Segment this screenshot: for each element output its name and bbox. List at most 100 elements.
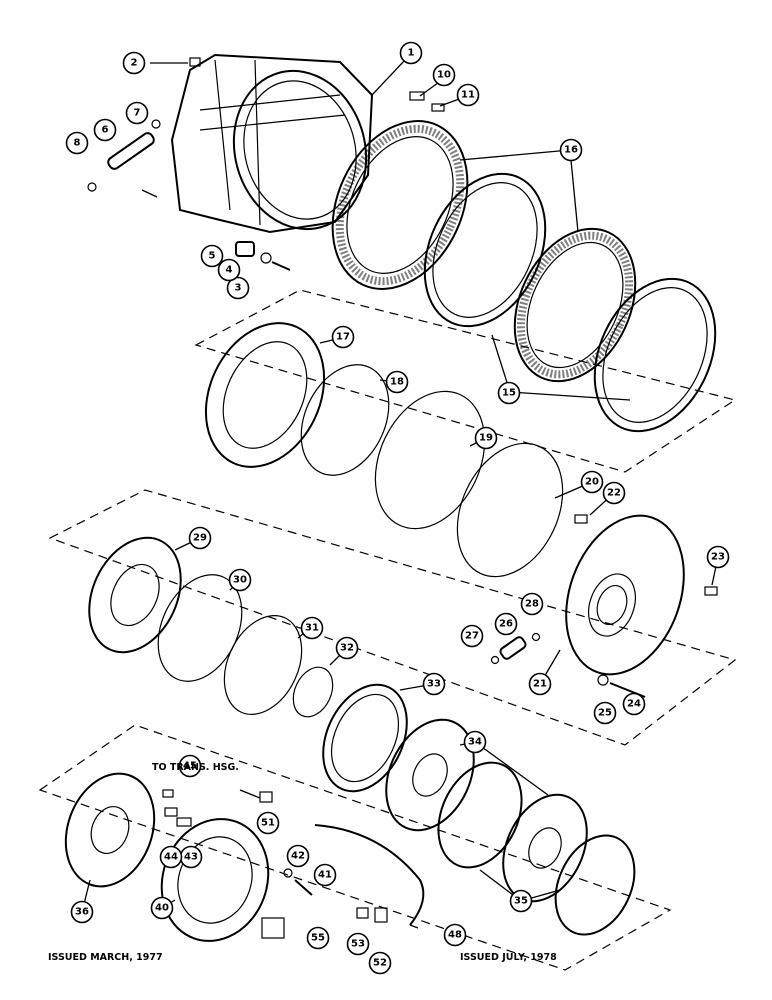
callout-number: 24 (627, 699, 641, 710)
group-outline-3 (38, 724, 672, 971)
callout-32: 32 (335, 636, 359, 660)
callout-number: 18 (390, 377, 404, 388)
callout-circle (432, 63, 456, 87)
callout-34: 34 (463, 730, 487, 754)
seal-ring-18 (300, 364, 390, 476)
steel-plate-lower (593, 277, 717, 433)
callout-circle (509, 889, 533, 913)
pin-23 (704, 586, 718, 596)
callout-circle (460, 624, 484, 648)
plug-2 (189, 57, 201, 67)
callout-circle (520, 592, 544, 616)
callout-number: 8 (74, 138, 81, 149)
disc-34-a-hub (412, 753, 448, 797)
callout-35: 35 (509, 889, 533, 913)
callout-40: 40 (150, 896, 174, 920)
hub-disc-36 (64, 772, 156, 888)
callout-18: 18 (385, 370, 409, 394)
callout-number: 11 (461, 90, 475, 101)
callout-number: 45 (183, 761, 197, 772)
callout-20: 20 (580, 470, 604, 494)
callout-circle (593, 701, 617, 725)
callout-circle (602, 481, 626, 505)
callout-28: 28 (520, 592, 544, 616)
callout-circle (497, 381, 521, 405)
callout-1: 1 (399, 41, 423, 65)
callout-number: 10 (437, 70, 451, 81)
hub-disc-36-inner (90, 806, 130, 854)
callout-circle (443, 923, 467, 947)
callout-number: 15 (502, 388, 516, 399)
callout-52: 52 (368, 951, 392, 975)
callout-number: 4 (226, 265, 233, 276)
callout-5: 5 (200, 244, 224, 268)
callout-circle (385, 370, 409, 394)
o-ring-8 (87, 182, 97, 192)
callout-number: 5 (209, 251, 216, 262)
callout-circle (65, 131, 89, 155)
callout-number: 17 (336, 332, 350, 343)
callout-number: 1 (408, 48, 415, 59)
callout-51: 51 (256, 811, 280, 835)
steel-plate-upper (423, 172, 547, 328)
callout-30: 30 (228, 568, 252, 592)
callout-8: 8 (65, 131, 89, 155)
callout-circle (335, 636, 359, 660)
seal-ring-31 (223, 615, 303, 715)
callout-17: 17 (331, 325, 355, 349)
callout-circle (256, 811, 280, 835)
callout-labels: 1234567810111516171819202122232425262728… (65, 41, 730, 975)
piston-inner (222, 341, 308, 449)
callout-number: 23 (711, 552, 725, 563)
callout-number: 43 (184, 852, 198, 863)
callout-16: 16 (559, 138, 583, 162)
callout-circle (306, 926, 330, 950)
callout-number: 22 (607, 488, 621, 499)
callout-6: 6 (93, 118, 117, 142)
friction-disc-lower (513, 227, 637, 383)
callout-4: 4 (217, 258, 241, 282)
spring-43 (176, 817, 192, 827)
callout-number: 36 (75, 907, 89, 918)
piston (204, 322, 326, 468)
callout-number: 51 (261, 818, 275, 829)
shaft-6 (107, 132, 155, 170)
callout-circle (286, 844, 310, 868)
piston-29 (88, 536, 182, 654)
callout-44: 44 (159, 845, 183, 869)
callout-circle (399, 41, 423, 65)
callout-circle (188, 526, 212, 550)
housing-40-inner (177, 836, 253, 924)
callout-number: 25 (598, 708, 612, 719)
callout-number: 27 (465, 631, 479, 642)
callout-circle (422, 672, 446, 696)
pin-45 (162, 789, 174, 798)
seal-ring-20 (456, 442, 564, 578)
washer-25 (597, 674, 609, 686)
spring-11 (431, 103, 445, 112)
piston-29-inner (110, 563, 160, 627)
callout-number: 41 (318, 870, 332, 881)
callout-circle (70, 900, 94, 924)
callout-circle (300, 616, 324, 640)
callout-21: 21 (528, 672, 552, 696)
o-ring-28 (531, 632, 541, 642)
callout-circle (706, 545, 730, 569)
callout-number: 30 (233, 575, 247, 586)
callout-number: 6 (102, 125, 109, 136)
callout-19: 19 (474, 426, 498, 450)
disc-34-a (385, 718, 475, 832)
callout-48: 48 (443, 923, 467, 947)
plug-51 (259, 791, 273, 803)
spring-10 (409, 91, 425, 101)
shaft-26 (499, 636, 527, 660)
callout-circle (159, 845, 183, 869)
callout-2: 2 (122, 51, 146, 75)
callout-circle (226, 276, 250, 300)
callout-number: 19 (479, 433, 493, 444)
spring-44 (164, 807, 178, 817)
washer-42 (283, 868, 293, 878)
washer-4 (260, 252, 272, 264)
disc-34-b-hub (528, 827, 562, 869)
